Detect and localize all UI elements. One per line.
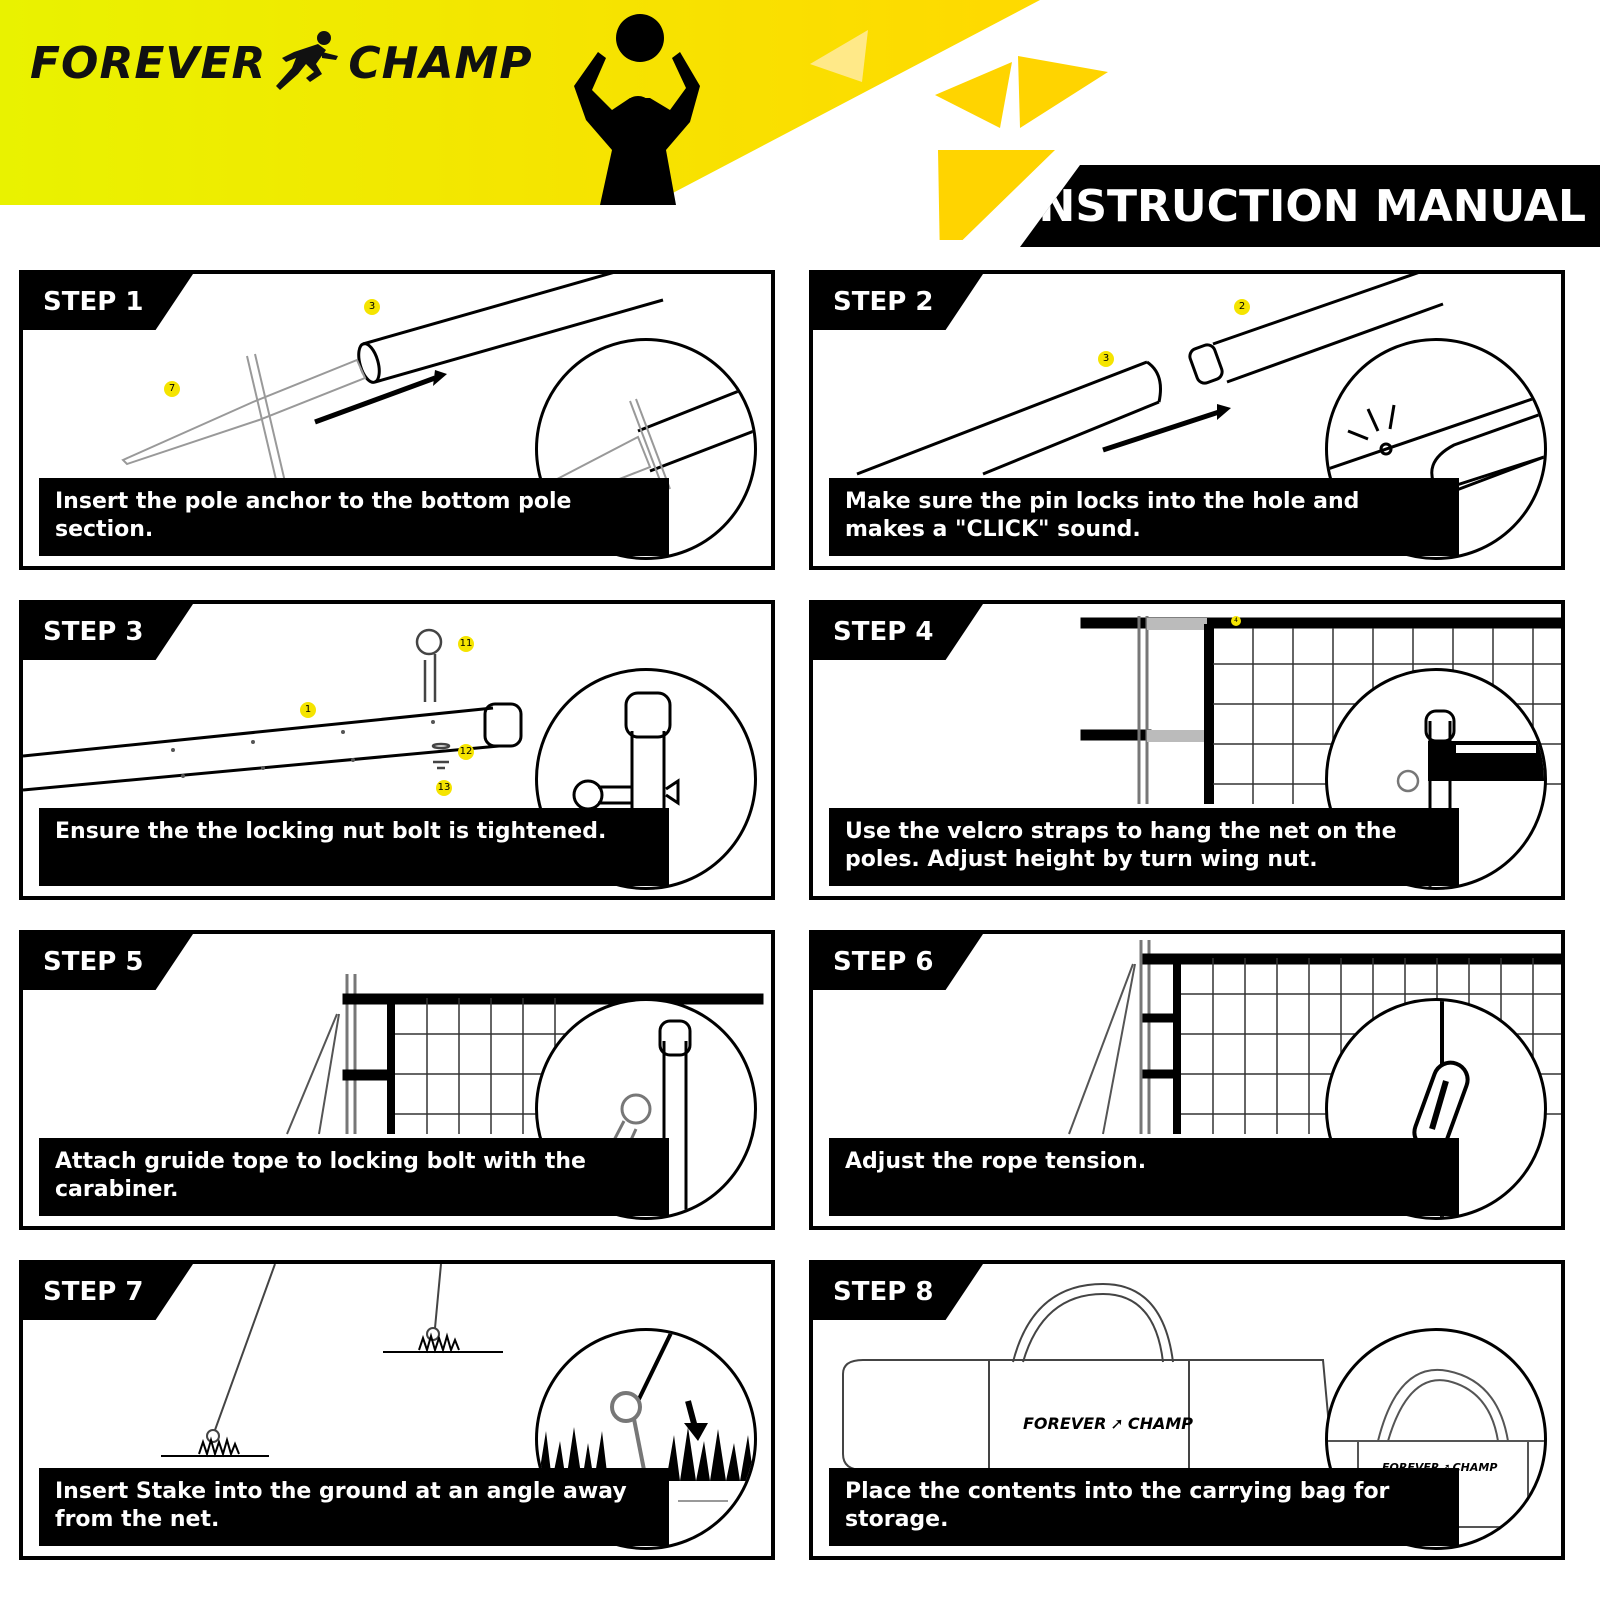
step-7-caption: Insert Stake into the ground at an angle…: [39, 1468, 669, 1546]
runner-icon: ➚: [1110, 1414, 1124, 1433]
callout-4: 4: [1231, 616, 1241, 626]
step-3-label: STEP 3: [23, 604, 193, 660]
step-4-caption: Use the velcro straps to hang the net on…: [829, 808, 1459, 886]
callout-1: 1: [300, 702, 316, 718]
step-7-illustration: [161, 1264, 503, 1458]
step-3-caption: Ensure the the locking nut bolt is tight…: [39, 808, 669, 886]
callout-11: 11: [458, 636, 474, 652]
step-4-panel: STEP 4 4 Use the velcro straps to hang t…: [809, 600, 1565, 900]
step-4-label: STEP 4: [813, 604, 983, 660]
step-2-panel: STEP 2 2 3 Make sure the pin locks into …: [809, 270, 1565, 570]
callout-12: 12: [458, 744, 474, 760]
callout-13: 13: [436, 780, 452, 796]
brand-logo: FOREVER CHAMP: [30, 28, 533, 98]
step-6-label: STEP 6: [813, 934, 983, 990]
runner-icon: [276, 31, 339, 90]
step-8-panel: STEP 8 FOREVER ➚ CHAMP FOREVER ➚ CHAMP P…: [809, 1260, 1565, 1560]
step-8-caption: Place the contents into the carrying bag…: [829, 1468, 1459, 1546]
brand-name-right: CHAMP: [348, 37, 533, 89]
step-7-panel: STEP 7 Insert Stake into the ground at a…: [19, 1260, 775, 1560]
step-1-illustration: [121, 274, 664, 519]
callout-2: 2: [1234, 299, 1250, 315]
header-banner: [0, 0, 1108, 240]
callout-7: 7: [164, 381, 180, 397]
brand-name-left: FOREVER: [30, 37, 267, 89]
runner-icon: ➚: [1441, 1461, 1450, 1474]
step-2-caption: Make sure the pin locks into the hole an…: [829, 478, 1459, 556]
bag-logo: FOREVER ➚ CHAMP: [1023, 1414, 1193, 1433]
step-5-label: STEP 5: [23, 934, 193, 990]
step-6-panel: STEP 6 Adjust the rope tension.: [809, 930, 1565, 1230]
step-1-panel: STEP 1 3 7 Insert the pole anchor to the…: [19, 270, 775, 570]
callout-3: 3: [364, 299, 380, 315]
step-5-panel: STEP 5 Attach gruide tope to locking bol…: [19, 930, 775, 1230]
step-1-caption: Insert the pole anchor to the bottom pol…: [39, 478, 669, 556]
step-6-caption: Adjust the rope tension.: [829, 1138, 1459, 1216]
callout-3: 3: [1098, 351, 1114, 367]
player-silhouette-icon: [574, 14, 700, 205]
step-3-illustration: [23, 628, 523, 792]
step-5-caption: Attach gruide tope to locking bolt with …: [39, 1138, 669, 1216]
step-3-panel: STEP 3 11 1 12 13 Ensure the the locking…: [19, 600, 775, 900]
step-2-illustration: [856, 274, 1444, 476]
manual-title: INSTRUCTION MANUAL: [1020, 165, 1600, 247]
